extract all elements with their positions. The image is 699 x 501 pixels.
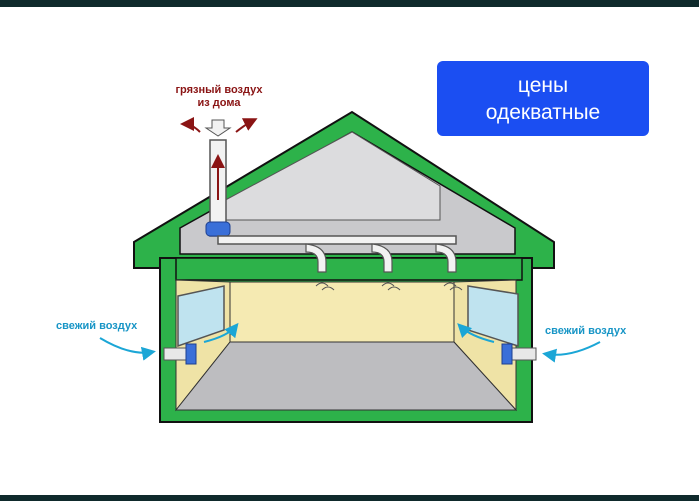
air-duct	[217, 235, 457, 245]
ceiling-slab	[175, 257, 523, 281]
duct-drop-1	[305, 243, 327, 273]
room-back-wall	[229, 281, 455, 343]
fresh-air-arrow-left	[99, 337, 156, 361]
exhaust-air-label: грязный воздух из дома	[150, 84, 288, 110]
bottom-frame-bar	[0, 495, 699, 501]
left-window	[177, 285, 225, 348]
duct-drop-2	[371, 243, 393, 273]
exhaust-air-label-line1: грязный воздух	[175, 84, 263, 96]
duct-drop-3	[435, 243, 457, 273]
ceiling-vent-lines	[315, 282, 463, 291]
fresh-air-label-right: свежий воздух	[545, 325, 627, 337]
exhaust-air-label-line2: из дома	[197, 97, 241, 109]
fresh-air-label-left: свежий воздух	[56, 320, 138, 332]
top-frame-bar	[0, 0, 699, 7]
room-floor	[174, 341, 518, 411]
price-badge: цены одекватные	[437, 61, 649, 136]
price-badge-line1: цены	[517, 73, 569, 97]
fan-unit	[205, 221, 231, 237]
right-window	[467, 285, 519, 348]
price-badge-line2: одекватные	[485, 100, 601, 124]
fresh-air-arrow-right	[542, 341, 601, 363]
